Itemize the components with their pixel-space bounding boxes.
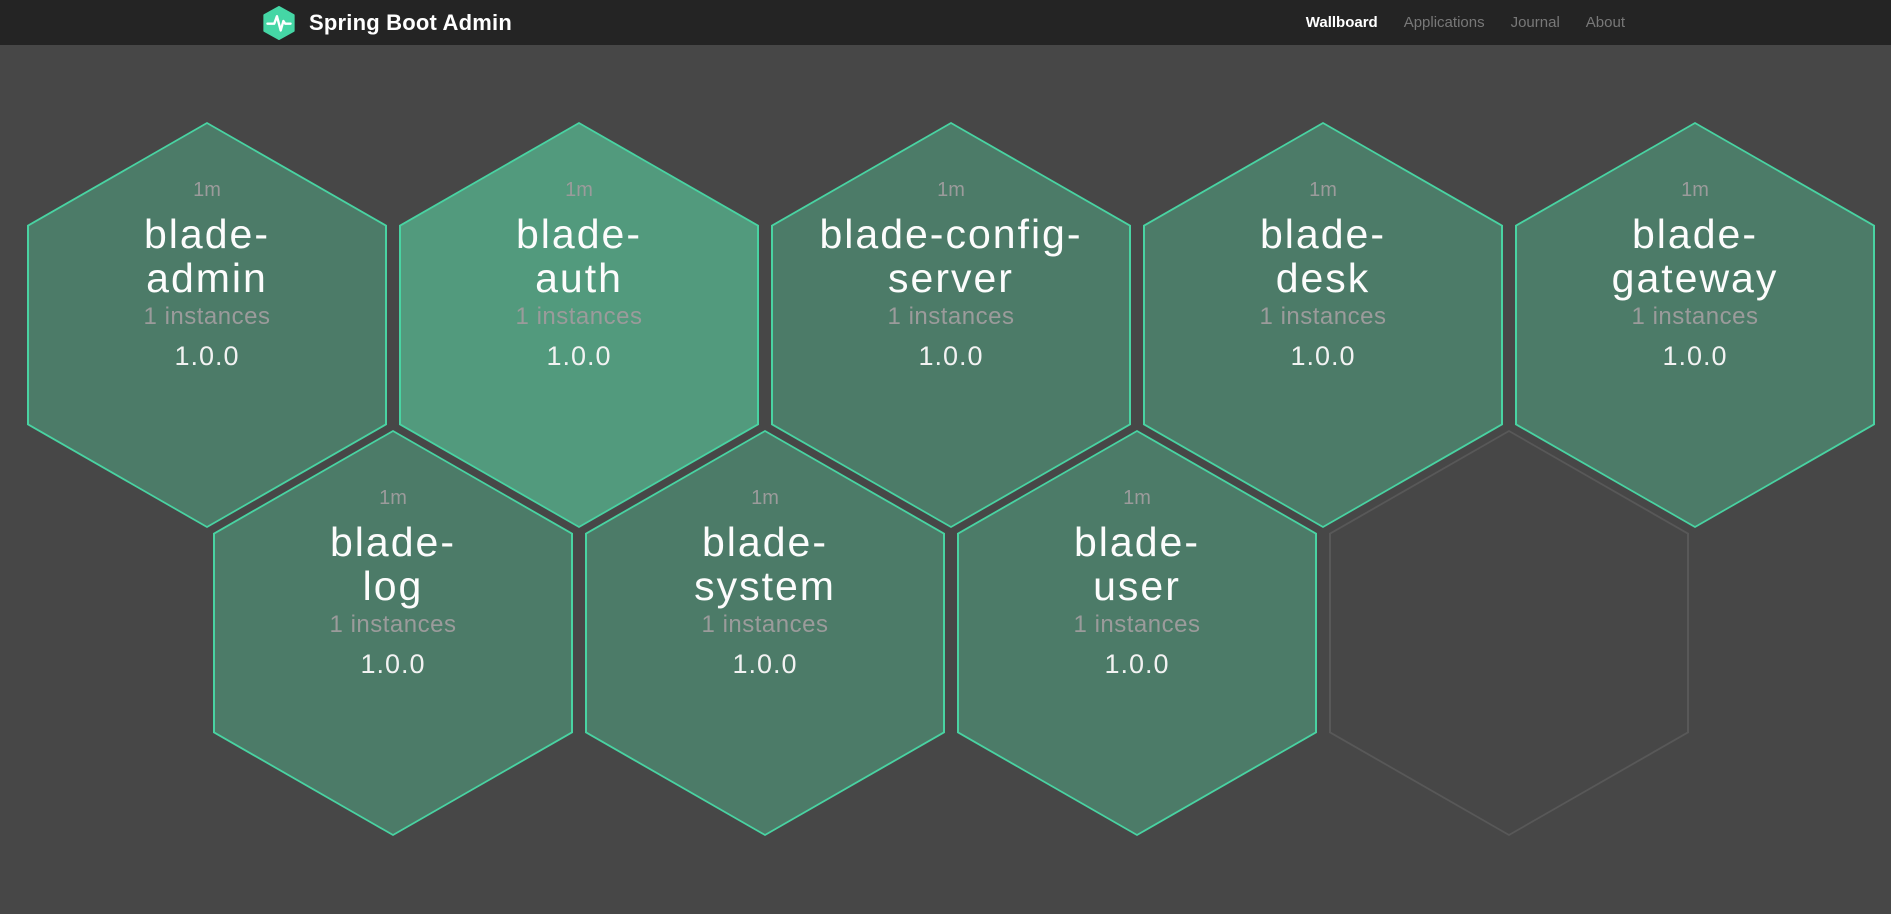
app-instance-count: 1 instances (1073, 611, 1201, 638)
app-instance-count: 1 instances (329, 611, 457, 638)
app-name-line: blade- (144, 211, 270, 257)
app-version: 1.0.0 (174, 341, 240, 371)
app-uptime: 1m (379, 487, 407, 509)
app-name: blade-desk (1143, 212, 1503, 300)
app-name: blade-config-server (771, 212, 1131, 300)
app-name-line: server (888, 255, 1014, 301)
app-uptime: 1m (565, 179, 593, 201)
app-name: blade-log (213, 520, 573, 608)
app-name-line: auth (535, 255, 623, 301)
app-name-line: blade- (1074, 519, 1200, 565)
app-version: 1.0.0 (360, 649, 426, 679)
brand: Spring Boot Admin (262, 5, 513, 40)
nav-item-wallboard[interactable]: Wallboard (1305, 14, 1378, 31)
hexagon-fill (1331, 432, 1687, 834)
app-version: 1.0.0 (1662, 341, 1728, 371)
app-uptime: 1m (193, 179, 221, 201)
app-name-line: gateway (1611, 255, 1779, 301)
app-version: 1.0.0 (732, 649, 798, 679)
app-name-line: log (362, 563, 424, 609)
app-instance-count: 1 instances (515, 303, 643, 330)
app-header: Spring Boot Admin Wallboard Applications… (0, 0, 1891, 45)
app-version: 1.0.0 (1104, 649, 1170, 679)
app-instance-count: 1 instances (1259, 303, 1387, 330)
app-name-line: blade- (330, 519, 456, 565)
app-name: blade-user (957, 520, 1317, 608)
app-name: blade-auth (399, 212, 759, 300)
app-uptime: 1m (1309, 179, 1337, 201)
app-name-line: user (1093, 563, 1181, 609)
app-name: blade-admin (27, 212, 387, 300)
nav-item-journal[interactable]: Journal (1510, 14, 1560, 31)
app-name-line: desk (1275, 255, 1371, 301)
app-name-line: blade- (516, 211, 642, 257)
app-instance-count: 1 instances (143, 303, 271, 330)
app-instance-count: 1 instances (701, 611, 829, 638)
spring-boot-admin-logo-icon (263, 5, 295, 40)
app-version: 1.0.0 (546, 341, 612, 371)
app-name-line: blade- (1632, 211, 1758, 257)
main-nav: Wallboard Applications Journal About (1306, 14, 1625, 31)
app-name-line: system (694, 563, 836, 609)
app-name-line: admin (146, 255, 268, 301)
app-uptime: 1m (1123, 487, 1151, 509)
app-name-line: blade- (1260, 211, 1386, 257)
app-name-line: blade- (702, 519, 828, 565)
app-instance-count: 1 instances (1631, 303, 1759, 330)
app-uptime: 1m (937, 179, 965, 201)
empty-hexagon-placeholder (1329, 430, 1689, 836)
nav-item-applications[interactable]: Applications (1403, 14, 1485, 31)
app-name-line: blade-config- (819, 211, 1083, 257)
nav-item-about[interactable]: About (1585, 14, 1625, 31)
app-version: 1.0.0 (918, 341, 984, 371)
app-title: Spring Boot Admin (309, 9, 513, 35)
app-uptime: 1m (751, 487, 779, 509)
app-uptime: 1m (1681, 179, 1709, 201)
app-instance-count: 1 instances (887, 303, 1015, 330)
app-name: blade-system (585, 520, 945, 608)
app-name: blade-gateway (1515, 212, 1875, 300)
app-version: 1.0.0 (1290, 341, 1356, 371)
